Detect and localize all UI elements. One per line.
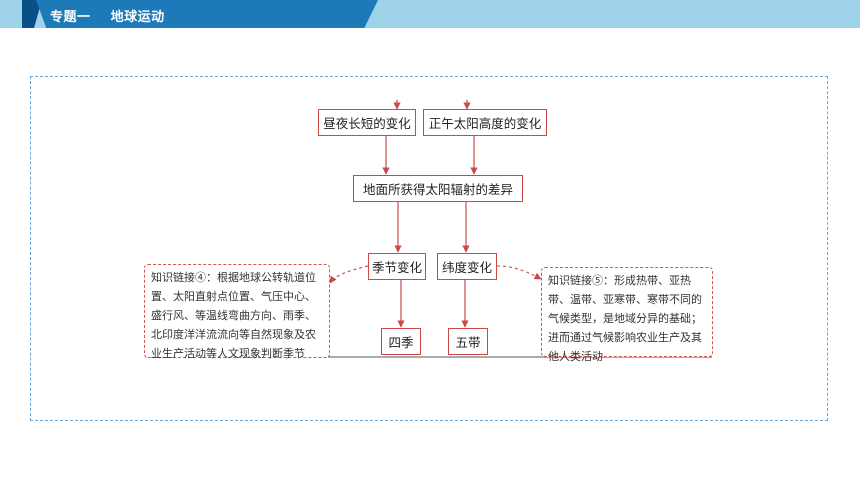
box-daynight-change: 昼夜长短的变化 — [318, 109, 416, 136]
top-banner: 专题一 地球运动 — [0, 0, 860, 28]
box-latitude-change: 纬度变化 — [437, 253, 497, 280]
box-four-seasons: 四季 — [381, 328, 421, 355]
box-noon-altitude-change: 正午太阳高度的变化 — [423, 109, 547, 136]
link-season-note — [329, 265, 369, 284]
note-knowledge-link-4: 知识链接④：根据地球公转轨道位置、太阳直射点位置、气压中心、盛行风、等温线弯曲方… — [144, 264, 330, 360]
box-five-zones: 五带 — [448, 328, 488, 355]
link-latitude-note — [496, 265, 542, 280]
section-title: 专题一 地球运动 — [50, 10, 165, 25]
box-solar-radiation-difference: 地面所获得太阳辐射的差异 — [353, 175, 523, 202]
note-knowledge-link-5: 知识链接⑤：形成热带、亚热带、温带、亚寒带、寒带不同的气候类型，是地域分异的基础… — [541, 267, 713, 363]
box-season-change: 季节变化 — [368, 253, 426, 280]
banner-tab — [36, 0, 378, 28]
content-frame — [30, 76, 828, 421]
